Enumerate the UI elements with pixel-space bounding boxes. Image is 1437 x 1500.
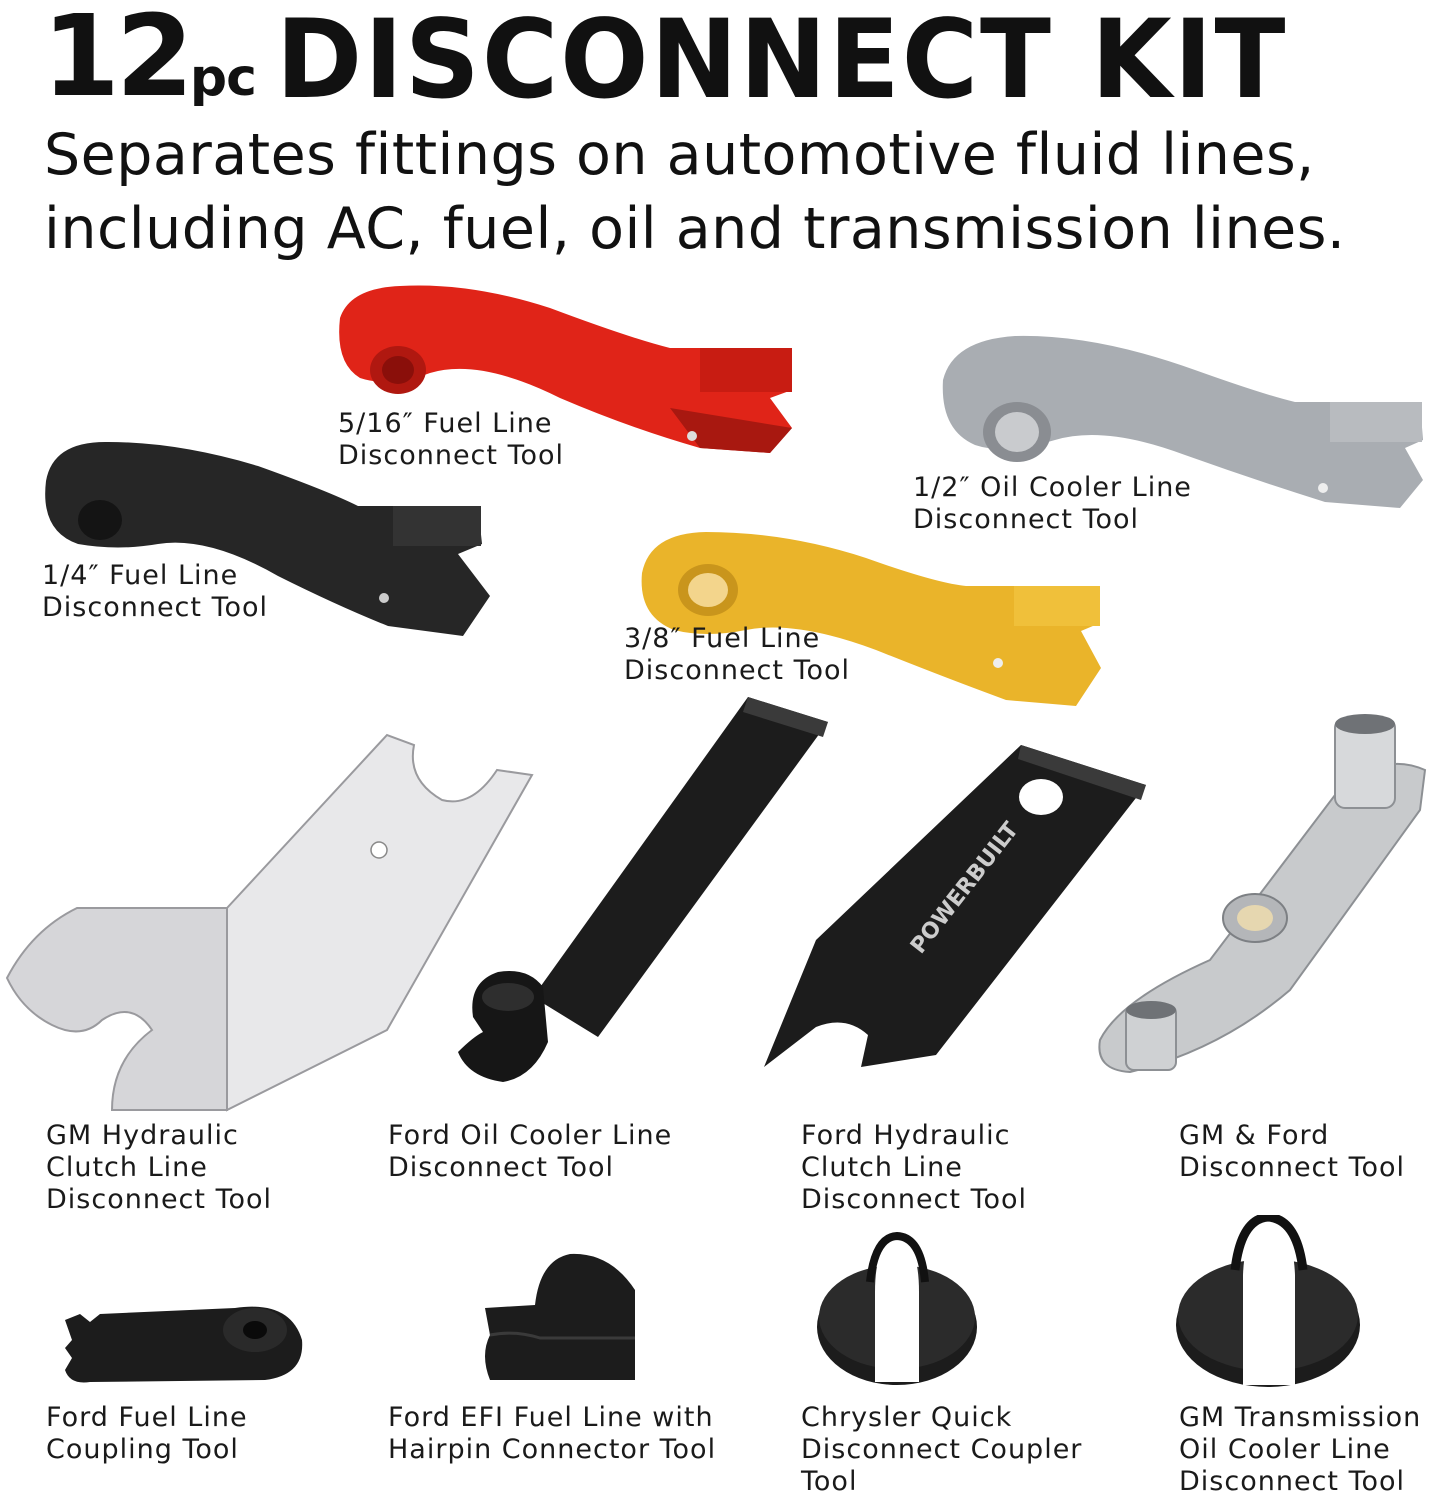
hairpin-tool-body — [485, 1253, 635, 1380]
label-line: Disconnect Tool — [913, 504, 1140, 535]
label-line: Hairpin Connector Tool — [388, 1434, 717, 1465]
label-line: Disconnect Tool — [338, 440, 565, 471]
label-line: 1/4″ Fuel Line — [42, 560, 239, 591]
label-line: Ford EFI Fuel Line with — [388, 1402, 714, 1433]
label-line: Disconnect Tool — [801, 1184, 1028, 1215]
black-plate-body — [764, 745, 1146, 1067]
title-unit: pc — [189, 48, 257, 108]
silver-hook-body — [942, 335, 1423, 508]
silver-plate-front — [5, 907, 228, 1111]
silver-plate-top — [226, 733, 534, 1112]
description-line-1: Separates fittings on automotive fluid l… — [44, 122, 1315, 188]
label-line: Chrysler Quick — [801, 1402, 1013, 1433]
label-line: Disconnect Tool — [46, 1184, 273, 1215]
label-line: Oil Cooler Line — [1179, 1434, 1391, 1465]
tool-image-gm-ford — [1090, 710, 1435, 1075]
yellow-hook-body — [641, 532, 1101, 706]
tool-image-1-4-fuel-line — [38, 436, 498, 641]
tool-image-1-2-oil-cooler — [935, 330, 1430, 530]
label-line: Ford Hydraulic — [801, 1120, 1011, 1151]
black-hook-body — [45, 441, 490, 636]
label-line: Disconnect Tool — [388, 1152, 615, 1183]
label-line: GM Hydraulic — [46, 1120, 239, 1151]
label-line: Disconnect Tool — [42, 592, 269, 623]
tool-image-ford-oil-cooler — [448, 697, 833, 1082]
label-line: Clutch Line — [801, 1152, 963, 1183]
label-line: 5/16″ Fuel Line — [338, 408, 553, 439]
title-text: DISCONNECT KIT — [275, 0, 1288, 124]
label-line: Disconnect Coupler — [801, 1434, 1083, 1465]
label-line: Disconnect Tool — [1179, 1152, 1406, 1183]
label-line: 1/2″ Oil Cooler Line — [913, 472, 1192, 503]
label-line: GM Transmission — [1179, 1402, 1422, 1433]
label-line: GM & Ford — [1179, 1120, 1330, 1151]
tool-image-ford-hydraulic-clutch: POWERBUILT — [756, 745, 1148, 1070]
description-line-2: including AC, fuel, oil and transmission… — [44, 196, 1346, 262]
tool-image-3-8-fuel-line — [636, 528, 1106, 713]
tool-image-gm-hydraulic-clutch — [2, 730, 537, 1115]
label-line: Ford Fuel Line — [46, 1402, 248, 1433]
tool-image-gm-transmission — [1173, 1215, 1363, 1390]
tool-image-ford-efi-hairpin — [480, 1250, 640, 1390]
label-line: Coupling Tool — [46, 1434, 239, 1465]
black-bar-body — [533, 697, 828, 1037]
tool-image-5-16-fuel-line — [330, 278, 800, 468]
kit-description: Separates fittings on automotive fluid l… — [44, 118, 1434, 266]
title-number: 12 — [42, 0, 194, 122]
label-line: Clutch Line — [46, 1152, 208, 1183]
tool-image-chrysler-coupler — [815, 1232, 980, 1392]
label-line: Disconnect Tool — [1179, 1466, 1406, 1497]
tool-image-ford-fuel-coupling — [50, 1300, 310, 1390]
label-line: Tool — [801, 1466, 858, 1497]
label-line: Disconnect Tool — [624, 655, 851, 686]
label-line: Ford Oil Cooler Line — [388, 1120, 673, 1151]
label-line: 3/8″ Fuel Line — [624, 623, 821, 654]
